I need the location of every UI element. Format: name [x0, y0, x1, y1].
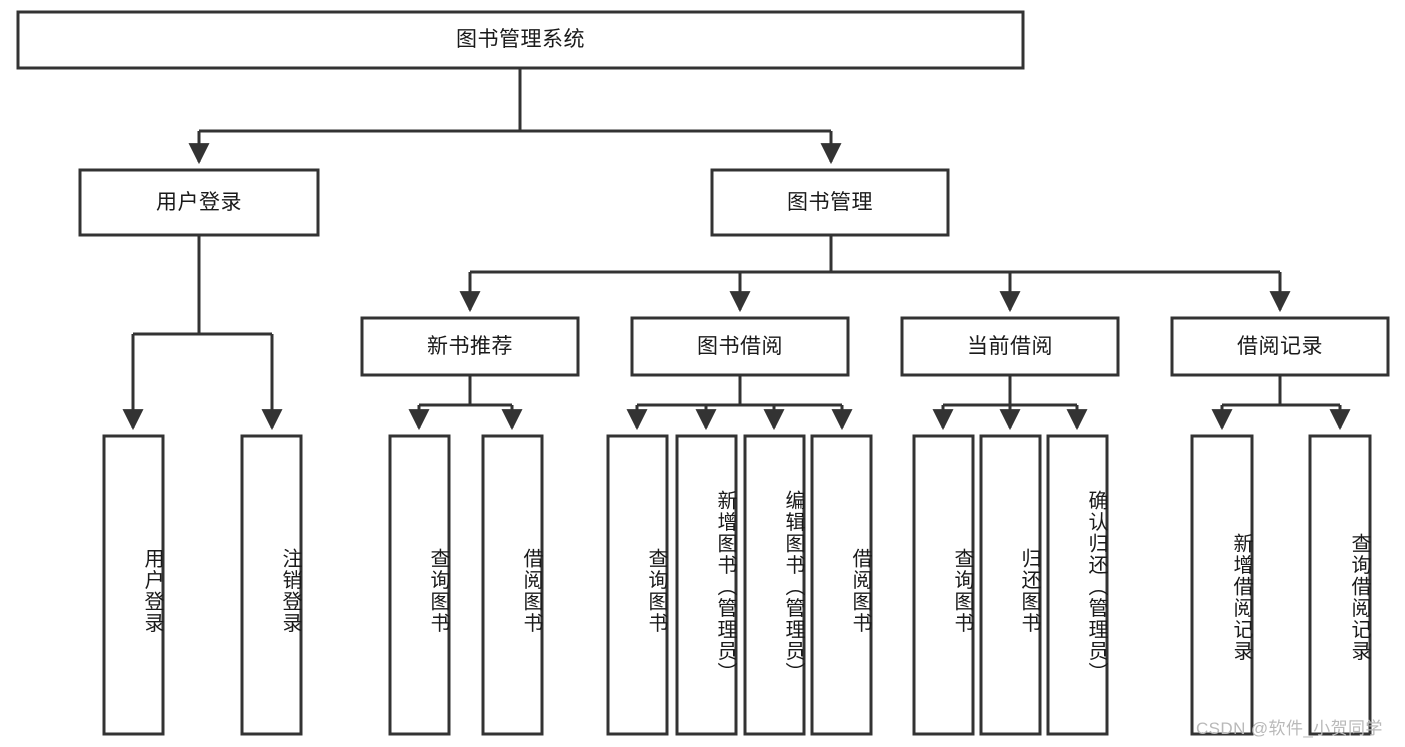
node-box-new-book-recommend[interactable]	[360, 316, 580, 377]
node-box-current-borrow[interactable]	[900, 316, 1120, 377]
node-box-group	[16, 10, 1390, 736]
leaf-box-borrow-book-b[interactable]	[810, 434, 873, 736]
node-box-user-login[interactable]	[78, 168, 320, 237]
watermark: CSDN @软件_小贺同学	[1196, 719, 1383, 738]
leaf-box-query-book-b[interactable]	[606, 434, 669, 736]
leaf-box-query-borrow-record[interactable]	[1308, 434, 1372, 736]
leaf-box-edit-book-admin[interactable]	[743, 434, 806, 736]
leaf-box-user-login[interactable]	[102, 434, 165, 736]
leaf-box-confirm-return-admin[interactable]	[1046, 434, 1109, 736]
leaf-box-logout[interactable]	[240, 434, 303, 736]
leaf-box-return-book[interactable]	[979, 434, 1042, 736]
node-box-book-borrow[interactable]	[630, 316, 850, 377]
connector-group	[122, 68, 1351, 431]
leaf-box-borrow-book-a[interactable]	[481, 434, 544, 736]
leaf-box-query-book-a[interactable]	[388, 434, 451, 736]
node-box-borrow-record[interactable]	[1170, 316, 1390, 377]
leaf-box-add-borrow-record[interactable]	[1190, 434, 1254, 736]
node-box-root[interactable]	[16, 10, 1025, 70]
leaf-box-query-book-c[interactable]	[912, 434, 975, 736]
leaf-box-add-book-admin[interactable]	[675, 434, 738, 736]
node-box-book-management[interactable]	[710, 168, 950, 237]
